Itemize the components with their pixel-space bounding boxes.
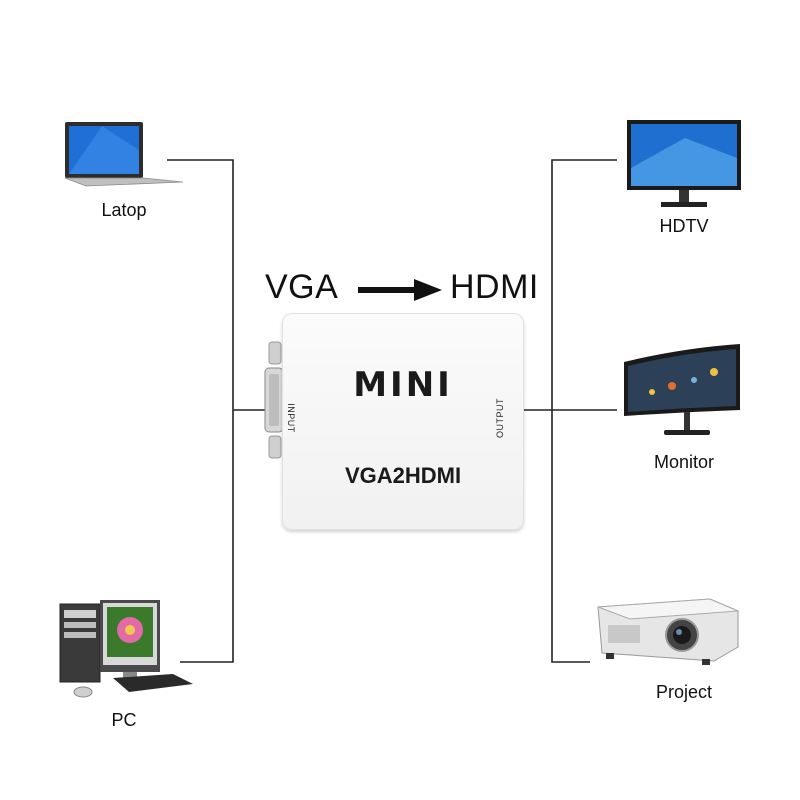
heading-source: VGA	[265, 268, 339, 306]
adapter-brand: MINI	[353, 365, 453, 405]
laptop-wire	[167, 159, 234, 663]
projector-icon	[597, 598, 739, 665]
desktop-pc-icon	[59, 600, 193, 698]
hdtv-label: HDTV	[659, 216, 709, 236]
projector-device	[590, 585, 745, 675]
laptop-icon	[64, 122, 184, 187]
monitor-label: Monitor	[653, 452, 715, 472]
heading-target: HDMI	[450, 268, 539, 306]
input-port-label: INPUT	[285, 403, 296, 433]
hdtv-device	[625, 118, 745, 215]
pc-label: PC	[111, 710, 137, 730]
hdtv-wire	[551, 159, 617, 663]
laptop-device	[62, 120, 187, 195]
arrow-right-icon	[358, 279, 442, 301]
output-port-label: OUTPUT	[495, 398, 505, 438]
projector-label: Project	[655, 682, 713, 702]
curved-monitor-icon	[624, 344, 740, 435]
adapter-model: VGA2HDMI	[344, 463, 462, 488]
pc-device	[55, 598, 200, 708]
laptop-label: Latop	[101, 200, 147, 220]
vga-connector	[263, 340, 285, 460]
tv-icon	[627, 120, 741, 207]
converter-adapter: MINI VGA2HDMI INPUT OUTPUT	[282, 313, 524, 530]
monitor-device	[622, 342, 742, 447]
